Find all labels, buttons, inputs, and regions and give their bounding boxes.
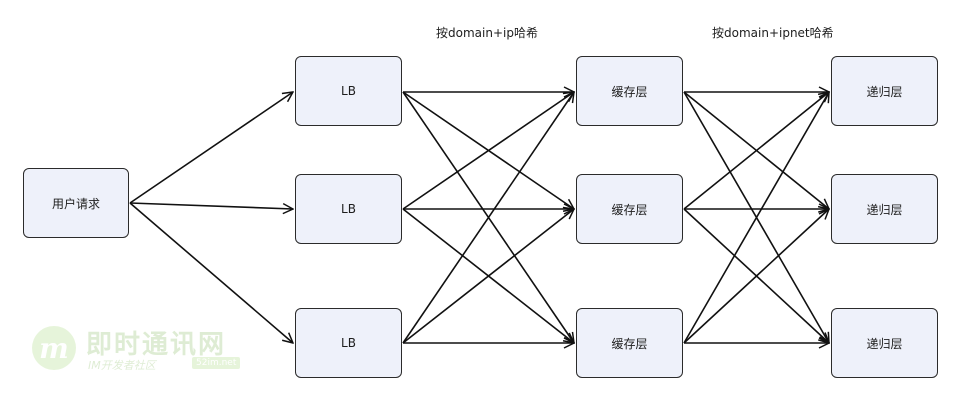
user-request-node: 用户请求 xyxy=(23,168,129,238)
arrow-user-to-lb-3 xyxy=(129,202,293,343)
cache-node-1: 缓存层 xyxy=(576,56,683,126)
recursive-node-3: 递归层 xyxy=(831,308,938,378)
arrow-lb-2-to-cache-1 xyxy=(402,92,574,210)
cache-node-3: 缓存层 xyxy=(576,308,683,378)
arrow-cache-3-to-recursive-1 xyxy=(683,92,829,344)
arrow-cache-3-to-recursive-2 xyxy=(683,209,829,344)
arrow-user-to-lb-2 xyxy=(129,202,293,209)
arrow-cache-2-to-recursive-1 xyxy=(683,92,829,210)
hash-label-domain-ip: 按domain+ip哈希 xyxy=(436,26,538,40)
recursive-node-1: 递归层 xyxy=(831,56,938,126)
lb-node-2: LB xyxy=(295,174,402,244)
lb-node-3: LB xyxy=(295,308,402,378)
arrow-lb-3-to-cache-1 xyxy=(402,92,574,344)
cache-node-2: 缓存层 xyxy=(576,174,683,244)
recursive-node-2: 递归层 xyxy=(831,174,938,244)
hash-label-domain-ipnet: 按domain+ipnet哈希 xyxy=(712,26,834,40)
lb-node-1: LB xyxy=(295,56,402,126)
arrow-user-to-lb-1 xyxy=(129,92,293,204)
arrow-lb-3-to-cache-2 xyxy=(402,209,574,344)
